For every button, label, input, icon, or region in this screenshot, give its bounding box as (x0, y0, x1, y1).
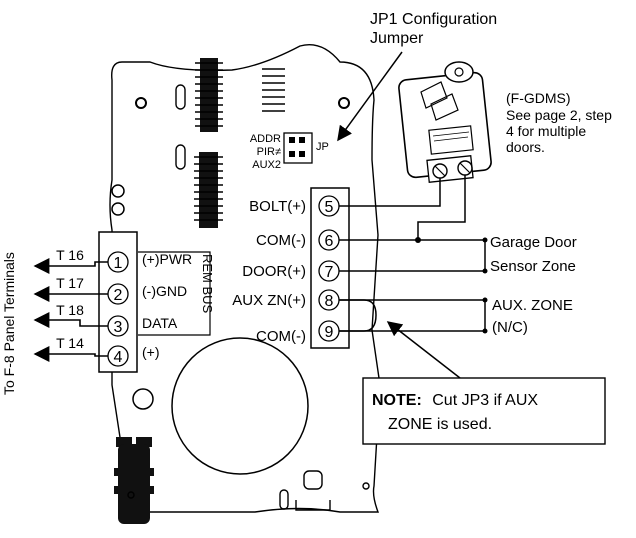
garage-zone-line2: Sensor Zone (490, 258, 576, 275)
jp1-arrow (337, 51, 403, 142)
note-bold-label: NOTE: (372, 392, 422, 409)
right-terminal-7-label: DOOR(+) (242, 263, 306, 280)
left-terminal-block (98, 231, 138, 373)
left-terminal-4-number: 4 (114, 349, 123, 366)
rem-bus-label: REM BUS (200, 254, 215, 314)
wire-t18-label: T 18 (56, 302, 84, 318)
right-terminal-5-label: BOLT(+) (249, 198, 306, 215)
jumper-pins (289, 137, 305, 157)
jumper-addr-label: ADDR (250, 133, 281, 145)
sensor-title: (F-GDMS) (506, 90, 571, 106)
jp3-jumper-loop (339, 299, 377, 332)
left-terminal-2-label: (-)GND (142, 283, 187, 299)
wire-t14-label: T 14 (56, 335, 84, 351)
right-terminal-9-number: 9 (325, 324, 334, 341)
right-terminal-8-label: AUX ZN(+) (232, 292, 306, 309)
note-text-line1: Cut JP3 if AUX (432, 392, 538, 409)
sensor-desc-line2: 4 for multiple (506, 123, 586, 139)
mount-hole-top-right (338, 97, 350, 109)
slot-middle (175, 144, 186, 170)
note-line2: ZONE is used. (388, 416, 492, 433)
sensor-desc-line3: doors. (506, 139, 545, 155)
bottom-notch (295, 500, 331, 511)
hole-bottom-left (127, 491, 135, 499)
grille-lines (262, 68, 285, 112)
rounded-square-bottom (303, 470, 323, 490)
right-terminal-6-label: COM(-) (256, 232, 306, 249)
left-wires (33, 258, 108, 362)
ic-pins (194, 62, 223, 221)
cylinder-component (114, 437, 154, 524)
hole-bottom-right (362, 482, 370, 490)
jumper-block (283, 132, 313, 164)
mount-hole-top-left (135, 97, 147, 109)
hole-left-2 (111, 202, 125, 216)
right-terminal-8-number: 8 (325, 293, 334, 310)
right-terminal-9-label: COM(-) (256, 328, 306, 345)
sensor-device (398, 61, 492, 183)
left-terminal-3-number: 3 (114, 319, 123, 336)
aux-zone-line2: (N/C) (492, 319, 528, 336)
slot-bottom (279, 489, 289, 510)
junction-dot (415, 237, 421, 243)
panel-terminals-vertical-label: To F-8 Panel Terminals (1, 252, 17, 395)
note-line1: NOTE: Cut JP3 if AUX (372, 392, 538, 409)
bracket-dots (482, 237, 488, 334)
sensor-desc-line1: See page 2, step (506, 107, 612, 123)
right-terminal-7-number: 7 (325, 264, 334, 281)
slot-top (175, 84, 186, 110)
speaker-circle (171, 337, 309, 475)
ic-chip-top (200, 58, 218, 132)
rem-bus-bracket (138, 251, 211, 336)
aux-zone-line1: AUX. ZONE (492, 297, 573, 314)
wire-t16-label: T 16 (56, 247, 84, 263)
jumper-aux2-label: AUX2 (252, 159, 281, 171)
garage-zone-line1: Garage Door (490, 234, 577, 251)
hole-left-1 (111, 184, 125, 198)
jp1-title-line1: JP1 Configuration (370, 11, 497, 28)
jumper-pir-label: PIR≠ (257, 146, 281, 158)
right-terminal-5-number: 5 (325, 199, 334, 216)
wire-t17-label: T 17 (56, 275, 84, 291)
left-terminal-2-number: 2 (114, 287, 123, 304)
left-terminal-1-label: (+)PWR (142, 251, 192, 267)
left-terminal-3-label: DATA (142, 315, 178, 331)
jumper-jp-label: JP (316, 141, 329, 153)
right-wires (339, 175, 486, 332)
left-terminal-1-number: 1 (114, 255, 123, 272)
right-terminal-6-number: 6 (325, 233, 334, 250)
jp1-title-line2: Jumper (370, 30, 424, 47)
note-box (362, 377, 606, 445)
small-hole-bottom (132, 388, 154, 410)
left-terminal-4-label: (+) (142, 344, 160, 360)
note-arrow (386, 321, 461, 379)
